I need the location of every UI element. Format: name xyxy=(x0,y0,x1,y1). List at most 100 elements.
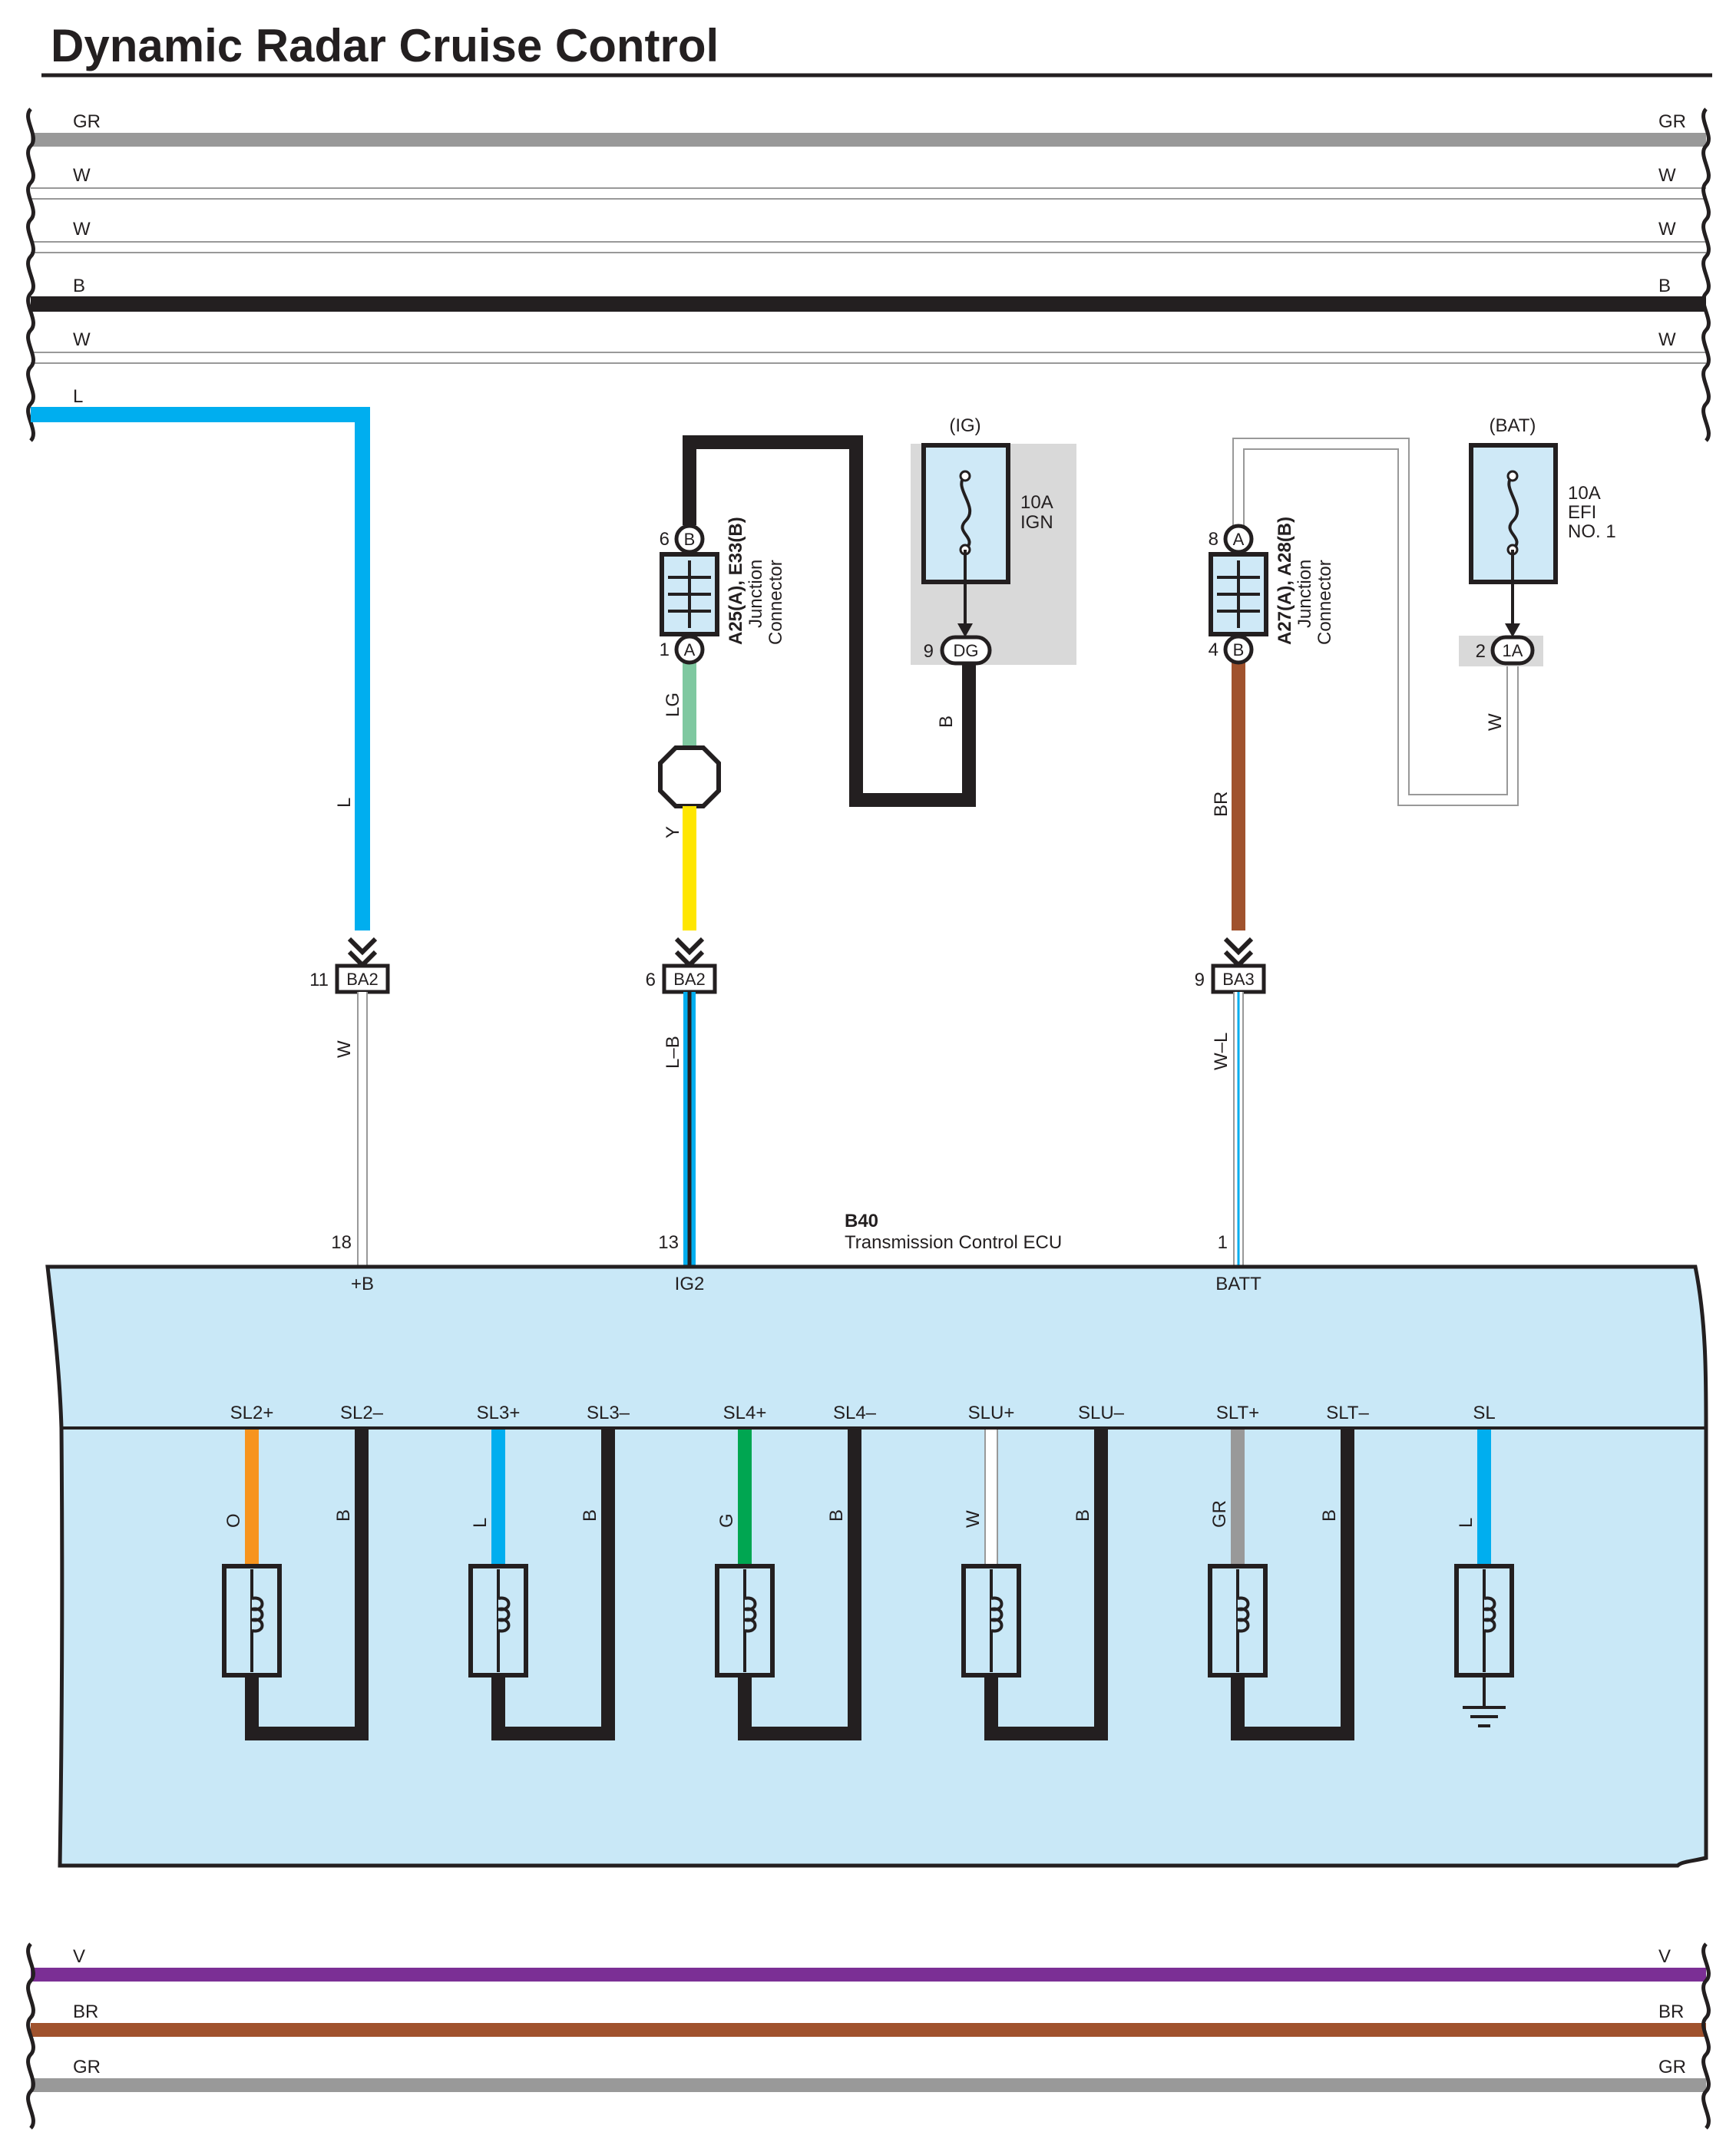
solenoid-3-minus-label: SLU– xyxy=(1078,1403,1125,1423)
bat-conn-pin: 2 xyxy=(1476,641,1486,662)
ig-conn-dg xyxy=(940,635,992,666)
solenoid-1-coil xyxy=(498,1596,511,1633)
ecu-body xyxy=(45,1264,1708,1868)
wire-label-lb: L–B xyxy=(663,1036,683,1069)
solenoid-0-coil xyxy=(251,1596,264,1633)
solenoid-0-return-wire xyxy=(245,1430,369,1740)
solenoid-4-return-wire-label: B xyxy=(1319,1509,1340,1522)
j2-top-pin: 8 xyxy=(1209,529,1219,550)
top-bus-wire-label-left-3: B xyxy=(73,276,85,296)
bat-fuse-element xyxy=(1507,474,1519,551)
junction-connector-2: A 8 B 4 A27(A), A28(B) Junction Connecto… xyxy=(1209,517,1335,665)
j2-id: A27(A), A28(B) xyxy=(1275,517,1295,645)
wire-label-w-bat: W xyxy=(1485,713,1506,731)
ba2-11-box xyxy=(335,964,390,994)
ecu-term-b: +B xyxy=(351,1274,374,1294)
top-bus-wire-label-left-1: W xyxy=(73,165,91,186)
bottom-bus-wire-label-left-2: GR xyxy=(73,2057,101,2077)
ecu-name: Transmission Control ECU xyxy=(845,1232,1062,1253)
solenoid-4-minus-label: SLT– xyxy=(1326,1403,1369,1423)
j1-line1: Junction xyxy=(746,560,766,628)
solenoid-3-return-wire xyxy=(984,1430,1108,1740)
j2-line1: Junction xyxy=(1295,560,1315,628)
top-bus-wire-label-right-0: GR xyxy=(1658,111,1686,132)
ig-fuse-header: (IG) xyxy=(949,415,980,436)
wire-l-to-ba2 xyxy=(31,407,370,930)
solenoid-4-plus-label: SLT+ xyxy=(1216,1403,1259,1423)
wire-label-br: BR xyxy=(1211,792,1232,817)
bottom-bus-break-right xyxy=(1701,1942,1711,2130)
j1-bot-conn xyxy=(674,634,705,665)
ig-conn-pin: 9 xyxy=(924,641,934,662)
wire-w-bat-core xyxy=(1234,439,1517,805)
solenoid-2-coil xyxy=(744,1596,757,1633)
j2-line2: Connector xyxy=(1314,560,1335,645)
bat-conn-1a xyxy=(1490,635,1535,666)
solenoid-5-plus-label: SL xyxy=(1473,1403,1495,1423)
bottom-bus-break-left xyxy=(26,1942,35,2130)
ig-fuse-rating: 10A xyxy=(1020,492,1053,513)
arrow-ba2-11 xyxy=(347,937,378,956)
ecu-pin-13: 13 xyxy=(658,1232,679,1253)
solenoid-3-plus-label: SLU+ xyxy=(968,1403,1015,1423)
solenoid-3-return-wire-label: B xyxy=(1073,1509,1093,1522)
j1-top-conn-label: B xyxy=(684,530,696,549)
ba2-11-pin: 11 xyxy=(309,970,329,990)
bat-fuse-name2: NO. 1 xyxy=(1568,521,1616,542)
solenoid-0-plus-label: SL2+ xyxy=(230,1403,274,1423)
ecu-term-ig2: IG2 xyxy=(675,1274,705,1294)
j1-top-pin: 6 xyxy=(660,529,670,550)
bottom-bus-wire-label-right-2: GR xyxy=(1658,2057,1686,2077)
bat-fuse-rating: 10A xyxy=(1568,483,1601,504)
connector-ba2-11: BA2 11 xyxy=(309,964,390,994)
ba2-6-box xyxy=(662,964,717,994)
solenoid-1-plus-wire-label: L xyxy=(470,1518,491,1528)
ig-fuse-element xyxy=(960,474,972,551)
solenoid-1-minus-label: SL3– xyxy=(587,1403,630,1423)
j2-top-conn-label: A xyxy=(1233,530,1245,549)
ba2-6-pin: 6 xyxy=(646,970,656,990)
solenoid-2-return-wire-label: B xyxy=(826,1509,847,1522)
solenoid-5-plus-wire-label: L xyxy=(1456,1518,1476,1528)
ba2-6-label: BA2 xyxy=(673,970,706,989)
top-bus-wire-label-left-5: L xyxy=(73,386,83,407)
ba2-11-label: BA2 xyxy=(346,970,379,989)
ig-fuse-arrow xyxy=(957,623,973,637)
wire-label-l-down: L xyxy=(334,798,355,808)
ecu-pin-1: 1 xyxy=(1218,1232,1228,1253)
top-bus-wire-label-right-2: W xyxy=(1658,219,1676,240)
wire-b-ig-to-junction xyxy=(683,435,976,807)
solenoid-0-plus-wire-label: O xyxy=(223,1513,244,1528)
solenoid-1-plus-label: SL3+ xyxy=(477,1403,521,1423)
solenoid-3-plus-wire-label: W xyxy=(963,1510,984,1528)
ba3-9-label: BA3 xyxy=(1222,970,1255,989)
ba3-9-pin: 9 xyxy=(1195,970,1205,990)
connector-ba2-6: BA2 6 xyxy=(646,964,717,994)
connector-ba3-9: BA3 9 xyxy=(1195,964,1266,994)
solenoid-5-coil xyxy=(1483,1596,1496,1633)
arrow-ba3-9 xyxy=(1223,937,1254,956)
splice-octagon xyxy=(658,745,721,808)
j2-bot-conn xyxy=(1223,634,1254,665)
ig-conn-dg-label: DG xyxy=(954,641,979,660)
ig-fuse-terminal-top xyxy=(959,470,971,482)
wire-label-y: Y xyxy=(663,826,683,838)
solenoid-2-plus-wire-label: G xyxy=(716,1513,737,1528)
wire-label-lg: LG xyxy=(663,692,683,717)
solenoid-1-return-wire-label: B xyxy=(580,1509,600,1522)
solenoid-2-return-wire xyxy=(738,1430,861,1740)
bottom-bus-wire-label-left-1: BR xyxy=(73,2001,98,2022)
solenoid-3-coil xyxy=(990,1596,1004,1633)
j2-bot-pin: 4 xyxy=(1209,640,1219,660)
top-bus-wire-label-left-4: W xyxy=(73,329,91,350)
arrow-ba2-6 xyxy=(674,937,705,956)
solenoid-4-plus-wire-label: GR xyxy=(1209,1500,1230,1528)
junction-connector-1: B 6 A 1 A25(A), E33(B) Junction Connecto… xyxy=(660,517,786,665)
bat-conn-1a-label: 1A xyxy=(1503,641,1523,660)
solenoid-4-coil xyxy=(1237,1596,1250,1633)
bottom-bus-wire-label-right-0: V xyxy=(1658,1946,1671,1967)
